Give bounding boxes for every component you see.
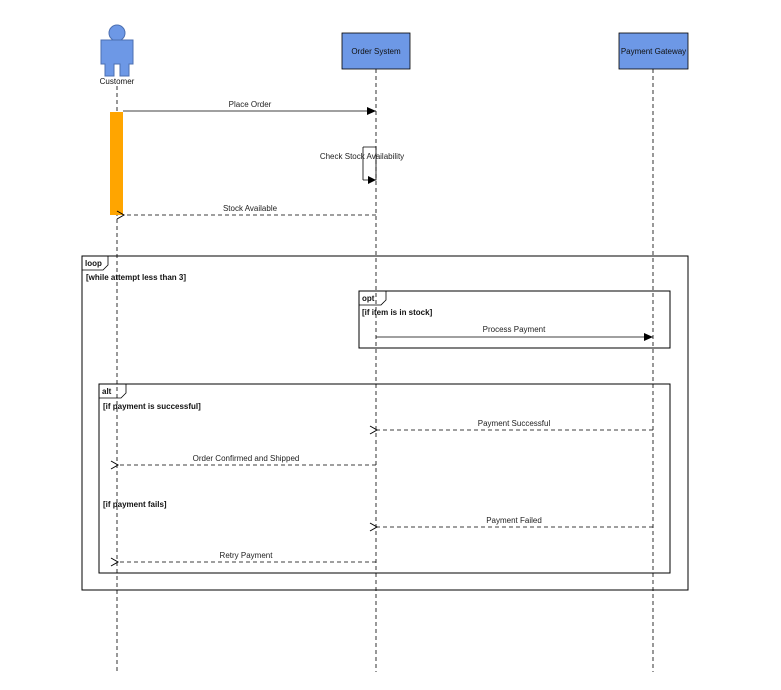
check-stock-arrowhead	[368, 176, 376, 184]
order-system-participant[interactable]: Order System	[341, 32, 411, 70]
loop-keyword: loop	[85, 259, 102, 268]
loop-fragment: loop [while attempt less than 3]	[81, 255, 689, 591]
customer-label: Customer	[100, 77, 135, 86]
alt-fragment: alt [if payment is successful] [if payme…	[98, 383, 671, 574]
customer-actor-icon[interactable]	[100, 24, 134, 77]
alt-guard-fail: [if payment fails]	[103, 500, 167, 509]
payment-failed-label: Payment Failed	[486, 516, 542, 525]
opt-guard: [if item is in stock]	[362, 308, 433, 317]
order-system-label: Order System	[351, 47, 401, 56]
order-confirmed-label: Order Confirmed and Shipped	[193, 454, 300, 463]
process-payment-label: Process Payment	[483, 325, 546, 334]
stock-available-label: Stock Available	[223, 204, 278, 213]
retry-payment-label: Retry Payment	[220, 551, 274, 560]
loop-guard: [while attempt less than 3]	[86, 273, 186, 282]
check-stock-label: Check Stock Availability	[320, 152, 404, 161]
payment-successful-label: Payment Successful	[478, 419, 551, 428]
opt-keyword: opt	[362, 294, 375, 303]
alt-keyword: alt	[102, 387, 112, 396]
opt-fragment: opt [if item is in stock]	[358, 290, 671, 349]
payment-gateway-label: Payment Gateway	[621, 47, 686, 56]
customer-activation-bar	[110, 112, 123, 215]
alt-guard-success: [if payment is successful]	[103, 402, 201, 411]
place-order-label: Place Order	[229, 100, 272, 109]
payment-gateway-participant[interactable]: Payment Gateway	[618, 32, 689, 70]
